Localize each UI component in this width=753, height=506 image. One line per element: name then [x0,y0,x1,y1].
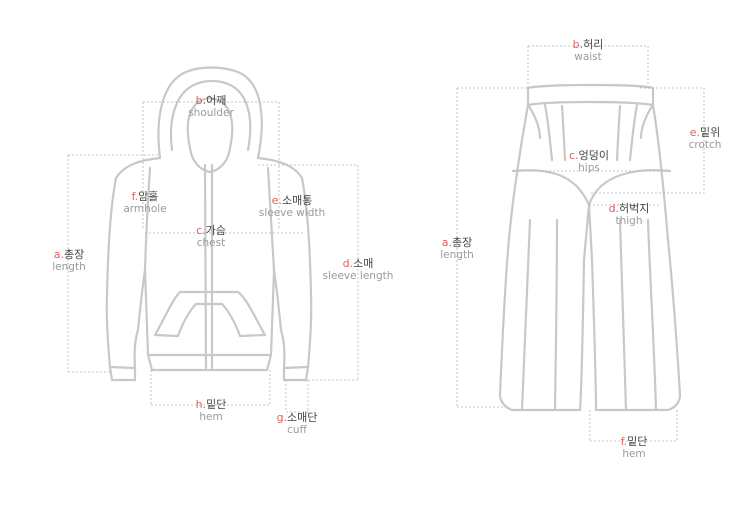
label-thigh: d.허벅지 thigh [608,202,650,227]
hoodie-drawing [105,66,313,382]
label-crotch: e.밑위 crotch [688,126,722,151]
length-measure [67,154,160,373]
pants-outline [498,103,682,412]
hem-measure [150,370,271,406]
waist-measure [527,45,649,88]
label-hem: h.밑단 hem [195,398,227,423]
pants-drawing [498,83,682,412]
hood-inner-rim [170,79,252,152]
pants-hem-measure [589,410,678,442]
pants-pocket-right [639,103,655,140]
sleeve-length-measure [258,164,359,381]
label-hips: c.엉덩이 hips [569,149,609,174]
hood-face-opening [186,96,234,174]
hood-outline [157,66,263,160]
armhole-seam-right [266,166,276,272]
pants-length-measure [456,87,528,408]
label-shoulder: b.어깨 shoulder [188,94,234,119]
cuff-right [282,365,310,382]
label-sleeve-width: e.소매통 sleeve width [258,194,326,219]
pants-hip-seam [511,169,672,207]
cuff-left [108,365,137,382]
cuff-measure [285,380,309,413]
hoodie-body-left [105,156,211,372]
pants-pleats [543,103,639,162]
label-armhole: f.암홀 armhole [123,190,167,215]
hoodie-body-right [207,156,313,372]
label-sleeve-length: d.소매 sleeve length [322,257,394,282]
label-waist: b.허리 waist [572,38,604,63]
pants-waistband [526,83,655,107]
label-length: a.총장 length [52,248,86,273]
pants-leg-folds [520,218,658,412]
armhole-seam-left [143,166,152,272]
kangaroo-pocket [153,290,267,338]
shoulder-measure [142,101,280,230]
hoodie-measure-lines [67,101,359,413]
label-cuff: g.소매단 cuff [276,411,318,436]
pants-pocket-left [526,103,542,140]
label-pants-length: a.총장 length [440,236,474,261]
label-pants-hem: f.밑단 hem [620,435,648,460]
label-chest: c.가슴 chest [196,224,226,249]
crotch-measure [591,87,705,194]
pants-measure-lines [456,45,705,442]
zipper-line [203,163,214,370]
